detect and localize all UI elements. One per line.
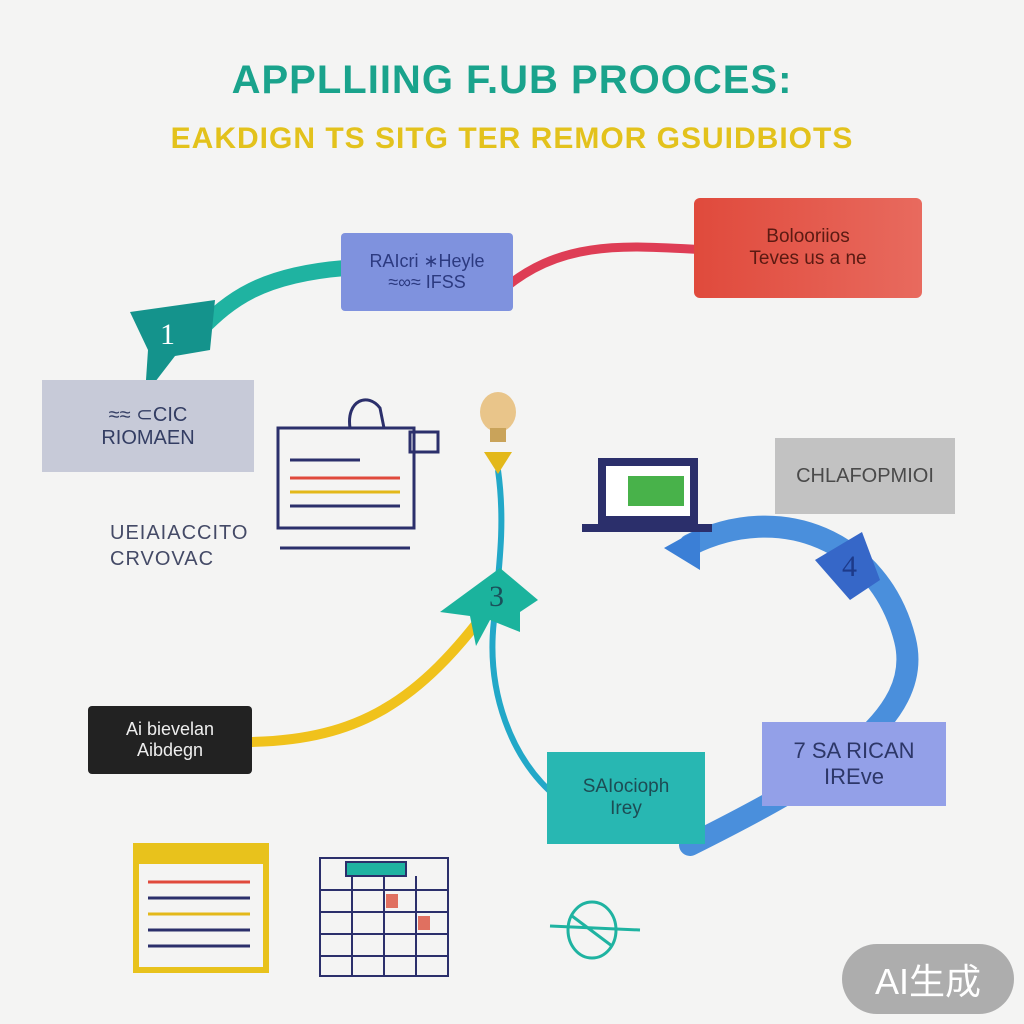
- diagram-subtitle: EAKDIGN TS SITG TER REMOR GSUIDBIOTS: [170, 122, 854, 155]
- node-label: 7 SA RICAN: [793, 738, 915, 763]
- node-left: ≈≈ ⊂CIC RIOMAEN: [42, 380, 254, 472]
- step-4-marker: [815, 532, 880, 600]
- laptop-icon: [582, 458, 712, 532]
- node-label: Bolooriios: [766, 226, 850, 247]
- connector-teal-top: [192, 260, 353, 338]
- arrow-head-down: [484, 452, 512, 474]
- node-top-center: RAIcri ∗Heyle ≈∞≈ IFSS: [341, 233, 513, 311]
- node-label: Irey: [610, 798, 642, 819]
- node-label: RIOMAEN: [101, 427, 195, 449]
- node-bottom-right: 7 SA RICAN IREve: [762, 722, 946, 806]
- arrow-head-left: [664, 528, 700, 570]
- step-1-banner: [130, 300, 215, 395]
- node-label: Aibdegn: [136, 740, 204, 760]
- calendar-grid-icon: [319, 857, 449, 977]
- step-3-marker: [440, 568, 538, 646]
- node-label: SAIocioph: [582, 776, 670, 797]
- node-label: ≈∞≈ IFSS: [388, 272, 466, 292]
- scribble-icon: [549, 900, 641, 960]
- left-caption: UEIAIACCITO CRVOVAC: [110, 520, 248, 572]
- node-label: IREve: [824, 764, 884, 789]
- node-label: Teves us a ne: [749, 248, 867, 269]
- node-right-gray: CHLAFOPMIOI: [775, 438, 955, 514]
- step-number-3: 3: [489, 580, 504, 613]
- node-label: CHLAFOPMIOI: [796, 464, 934, 487]
- caption-line: CRVOVAC: [110, 548, 215, 570]
- connector-yellow: [245, 601, 495, 747]
- node-bottom-center: SAIocioph Irey: [547, 752, 705, 844]
- checklist-window-icon: [133, 843, 269, 973]
- node-top-right: Bolooriios Teves us a ne: [694, 198, 922, 298]
- step-number-1: 1: [160, 318, 175, 351]
- node-label: Ai bievelan: [125, 719, 215, 739]
- node-bottom-left-dark: Ai bievelan Aibdegn: [88, 706, 252, 774]
- connector-teal-vertical: [489, 469, 562, 803]
- connector-red: [495, 242, 715, 297]
- node-label: ≈≈ ⊂CIC: [108, 404, 188, 426]
- step-number-4: 4: [842, 550, 857, 583]
- diagram-title: APPLLIING F.UB PROOCES:: [231, 58, 793, 102]
- node-label: RAIcri ∗Heyle: [369, 251, 485, 271]
- ai-generated-watermark: AI生成: [842, 944, 1014, 1014]
- document-window-icon: [276, 398, 440, 550]
- caption-line: UEIAIACCITO: [110, 522, 249, 544]
- lightbulb-icon: [480, 392, 516, 442]
